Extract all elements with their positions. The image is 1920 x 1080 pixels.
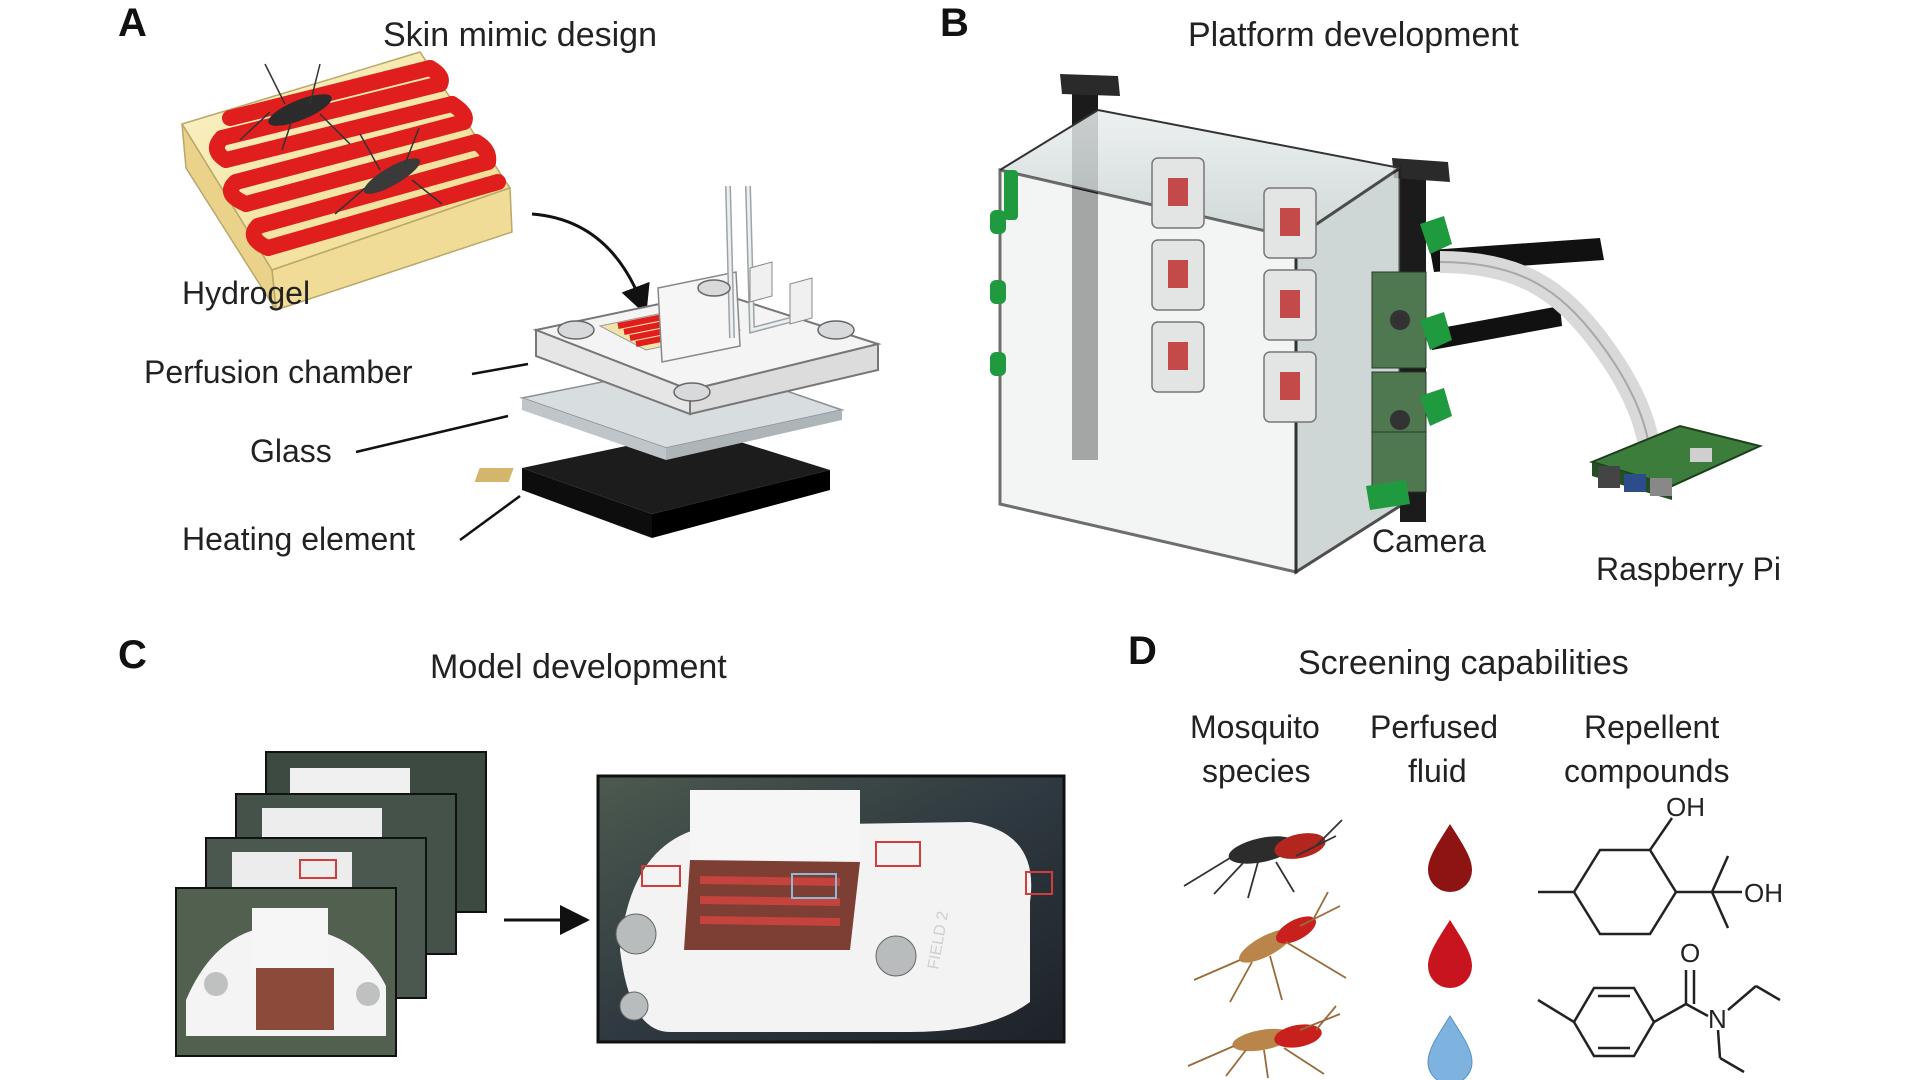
panel-d-letter: D <box>1128 629 1157 673</box>
panel-d-title: Screening capabilities <box>1298 644 1629 682</box>
compound-1-structure <box>1538 817 1742 936</box>
camera-label: Camera <box>1372 523 1486 559</box>
hydrogel-block-illustration <box>180 51 513 312</box>
heating-element-label: Heating element <box>182 521 415 557</box>
perfusion-chamber-assembly <box>474 185 882 538</box>
perfusion-leader-line <box>471 362 529 376</box>
mosquito-species-1-icon <box>1183 819 1343 899</box>
heating-leader-line <box>459 494 521 542</box>
panel-b-letter: B <box>940 1 969 45</box>
panel-c-letter: C <box>118 633 147 677</box>
mosquito-species-2-icon <box>1193 891 1347 1003</box>
blood-drop-icon <box>1428 920 1472 988</box>
compound-1-oh-top: OH <box>1666 792 1705 822</box>
detection-image: FIELD 2 <box>596 774 1066 1044</box>
panel-c-title: Model development <box>430 648 727 686</box>
perfusion-chamber-label: Perfusion chamber <box>144 354 413 390</box>
mosquito-species-3-icon <box>1187 1005 1341 1079</box>
panel-a-title: Skin mimic design <box>383 16 657 54</box>
blood-drop-dark-icon <box>1428 824 1472 892</box>
glass-label: Glass <box>250 433 332 469</box>
panel-c: C Model development <box>118 633 1066 1057</box>
training-frames-stack <box>175 751 487 1057</box>
column-header-repellent-line1: Repellent <box>1584 709 1719 745</box>
panel-a-letter: A <box>118 1 147 45</box>
raspberry-pi-illustration <box>1589 424 1764 500</box>
hydrogel-label: Hydrogel <box>182 275 310 311</box>
compound-2-n: N <box>1708 1004 1727 1034</box>
raspberry-pi-label: Raspberry Pi <box>1596 551 1781 587</box>
column-header-mosquito-line1: Mosquito <box>1190 709 1320 745</box>
panel-d: D Screening capabilities Mosquito specie… <box>1128 629 1783 1080</box>
compound-2-o: O <box>1680 938 1700 968</box>
compound-2-structure <box>1537 970 1781 1074</box>
mosquito-on-gel-icon <box>239 63 443 215</box>
platform-cage-illustration <box>990 74 1764 575</box>
panel-b: B Platform development <box>940 1 1781 587</box>
panel-a: A Skin mimic design Hydrogel <box>118 1 882 557</box>
training-frame <box>175 887 397 1057</box>
camera-boards-illustration <box>1366 216 1452 510</box>
column-header-fluid-line1: Perfused <box>1370 709 1498 745</box>
curved-arrow-icon <box>531 212 650 316</box>
glass-leader-line <box>355 414 509 454</box>
compound-1-oh-right: OH <box>1744 878 1783 908</box>
column-header-repellent-line2: compounds <box>1564 753 1729 789</box>
panel-b-title: Platform development <box>1188 16 1519 54</box>
column-header-fluid-line2: fluid <box>1408 753 1467 789</box>
column-header-mosquito-line2: species <box>1202 753 1311 789</box>
water-drop-icon <box>1427 1015 1473 1080</box>
